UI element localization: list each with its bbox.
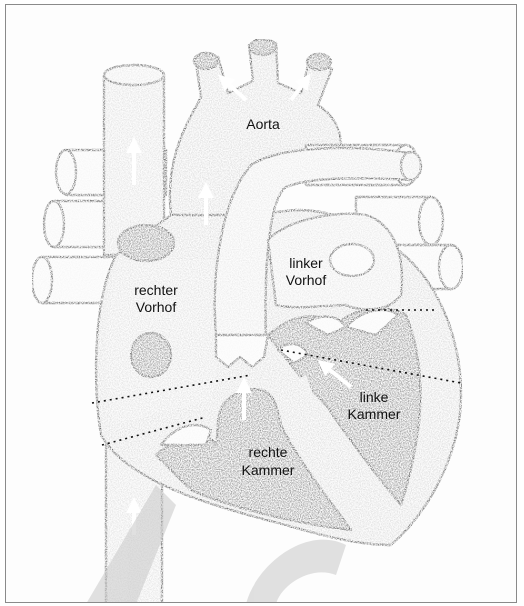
aorta-branch-3-opening: [307, 54, 331, 70]
label-left-atrium-line2: Vorhof: [286, 272, 327, 288]
label-left-ventricle-line2: Kammer: [348, 406, 401, 422]
vessel-left-lower-end: [32, 257, 52, 303]
vessel-right-middle-end: [419, 197, 443, 245]
label-aorta: Aorta: [246, 116, 280, 132]
vessel-left-middle-end: [44, 201, 64, 247]
vena-cava-inferior-opening: [131, 333, 171, 377]
pulmonary-trunk-end: [401, 152, 421, 180]
label-right-atrium-line2: Vorhof: [136, 299, 177, 315]
vena-cava-top-opening: [104, 65, 164, 85]
vessel-left-upper-end: [56, 150, 76, 194]
left-atrium-vein-opening: [330, 244, 374, 276]
vena-cava-superior-opening: [118, 225, 174, 261]
label-left-atrium-line1: linker: [289, 255, 323, 271]
aorta-branch-2-opening: [250, 39, 276, 55]
aorta-branch-1-opening: [194, 53, 218, 69]
label-right-ventricle-line1: rechte: [249, 444, 288, 460]
label-left-ventricle-line1: linke: [360, 389, 389, 405]
label-right-ventricle-line2: Kammer: [242, 462, 295, 478]
vessel-right-lower-end: [439, 245, 463, 289]
label-right-atrium-line1: rechter: [134, 282, 178, 298]
heart-diagram: Aorta rechter Vorhof linker Vorhof recht…: [6, 5, 517, 603]
diagram-frame: Aorta rechter Vorhof linker Vorhof recht…: [5, 4, 517, 603]
